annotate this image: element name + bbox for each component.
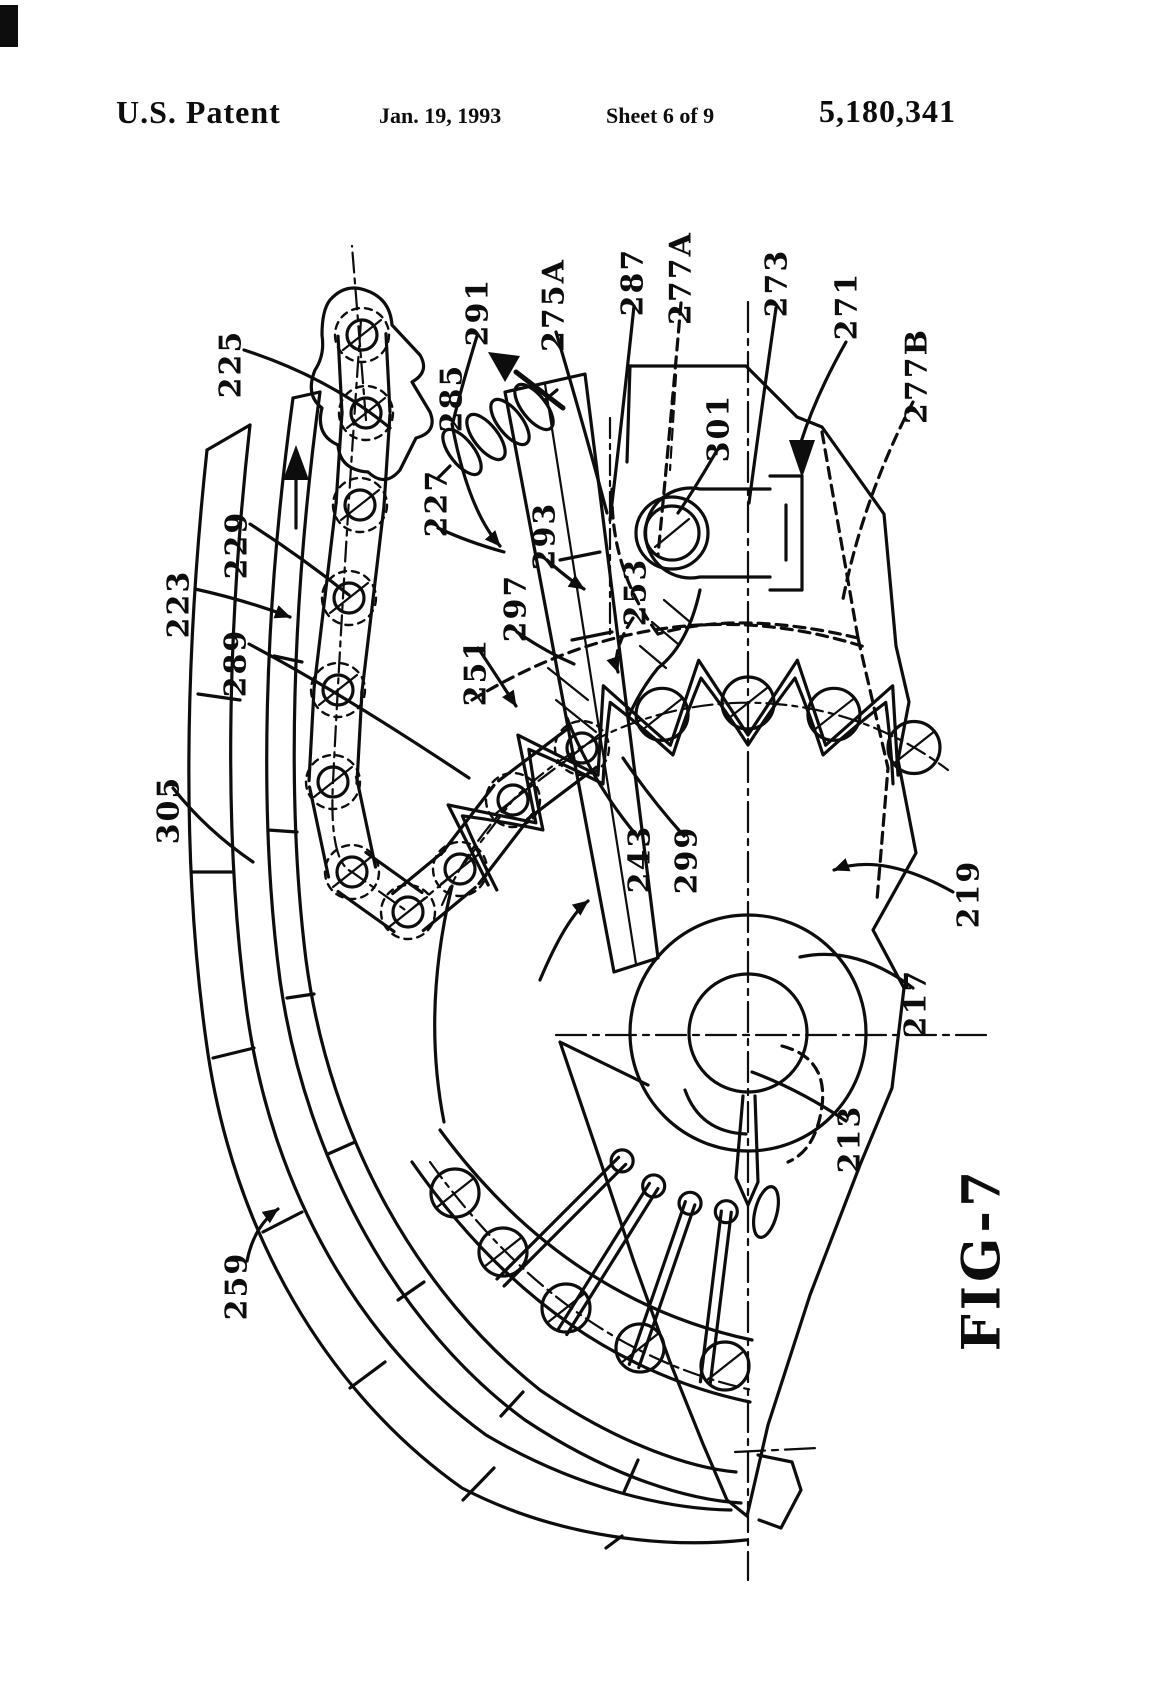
ref-label-243: 243 [623, 825, 658, 894]
ref-label-251: 251 [459, 638, 494, 707]
ref-label-229: 229 [220, 511, 255, 580]
ref-label-225: 225 [214, 330, 249, 399]
publication-title: U.S. Patent [116, 94, 281, 130]
ref-label-301: 301 [702, 394, 737, 463]
scan-artifact [0, 5, 18, 47]
pivot-clevis [626, 474, 804, 720]
patent-number: 5,180,341 [819, 93, 956, 129]
ref-label-285: 285 [435, 364, 470, 433]
centerlines [331, 244, 990, 1582]
guide-band-arcs [187, 390, 803, 1550]
ref-label-253: 253 [619, 558, 654, 627]
ref-label-259: 259 [220, 1252, 255, 1321]
sprocket-gear [410, 884, 868, 1404]
ref-label-293: 293 [528, 502, 563, 571]
tensioner-blade [503, 372, 660, 974]
ref-label-273: 273 [760, 249, 795, 318]
ref-label-277A: 277A [664, 231, 699, 325]
patent-date: Jan. 19, 1993 [379, 103, 502, 128]
ref-label-287: 287 [616, 248, 651, 317]
ref-label-227: 227 [420, 469, 455, 538]
ref-label-277B: 277B [900, 328, 935, 424]
direction-arrows [283, 340, 848, 982]
ref-label-297: 297 [499, 574, 534, 643]
ref-label-299: 299 [670, 826, 705, 895]
top-chain-link [309, 286, 434, 482]
ref-label-305: 305 [152, 776, 187, 845]
sheet-number: Sheet 6 of 9 [606, 103, 715, 128]
reference-numerals: 225 291 275A 287 277A 273 271 277B 285 2… [152, 231, 1013, 1351]
ref-label-219: 219 [952, 860, 987, 929]
ref-label-223: 223 [162, 570, 197, 639]
ref-label-271: 271 [830, 272, 865, 341]
ref-label-217: 217 [899, 969, 934, 1038]
ref-label-291: 291 [461, 278, 496, 347]
figure-caption: FIG-7 [952, 1167, 1013, 1351]
ref-label-289: 289 [219, 629, 254, 698]
ref-label-275A: 275A [537, 258, 572, 352]
ref-label-213: 213 [833, 1105, 868, 1174]
generated-gear-and-chain [304, 306, 942, 1385]
